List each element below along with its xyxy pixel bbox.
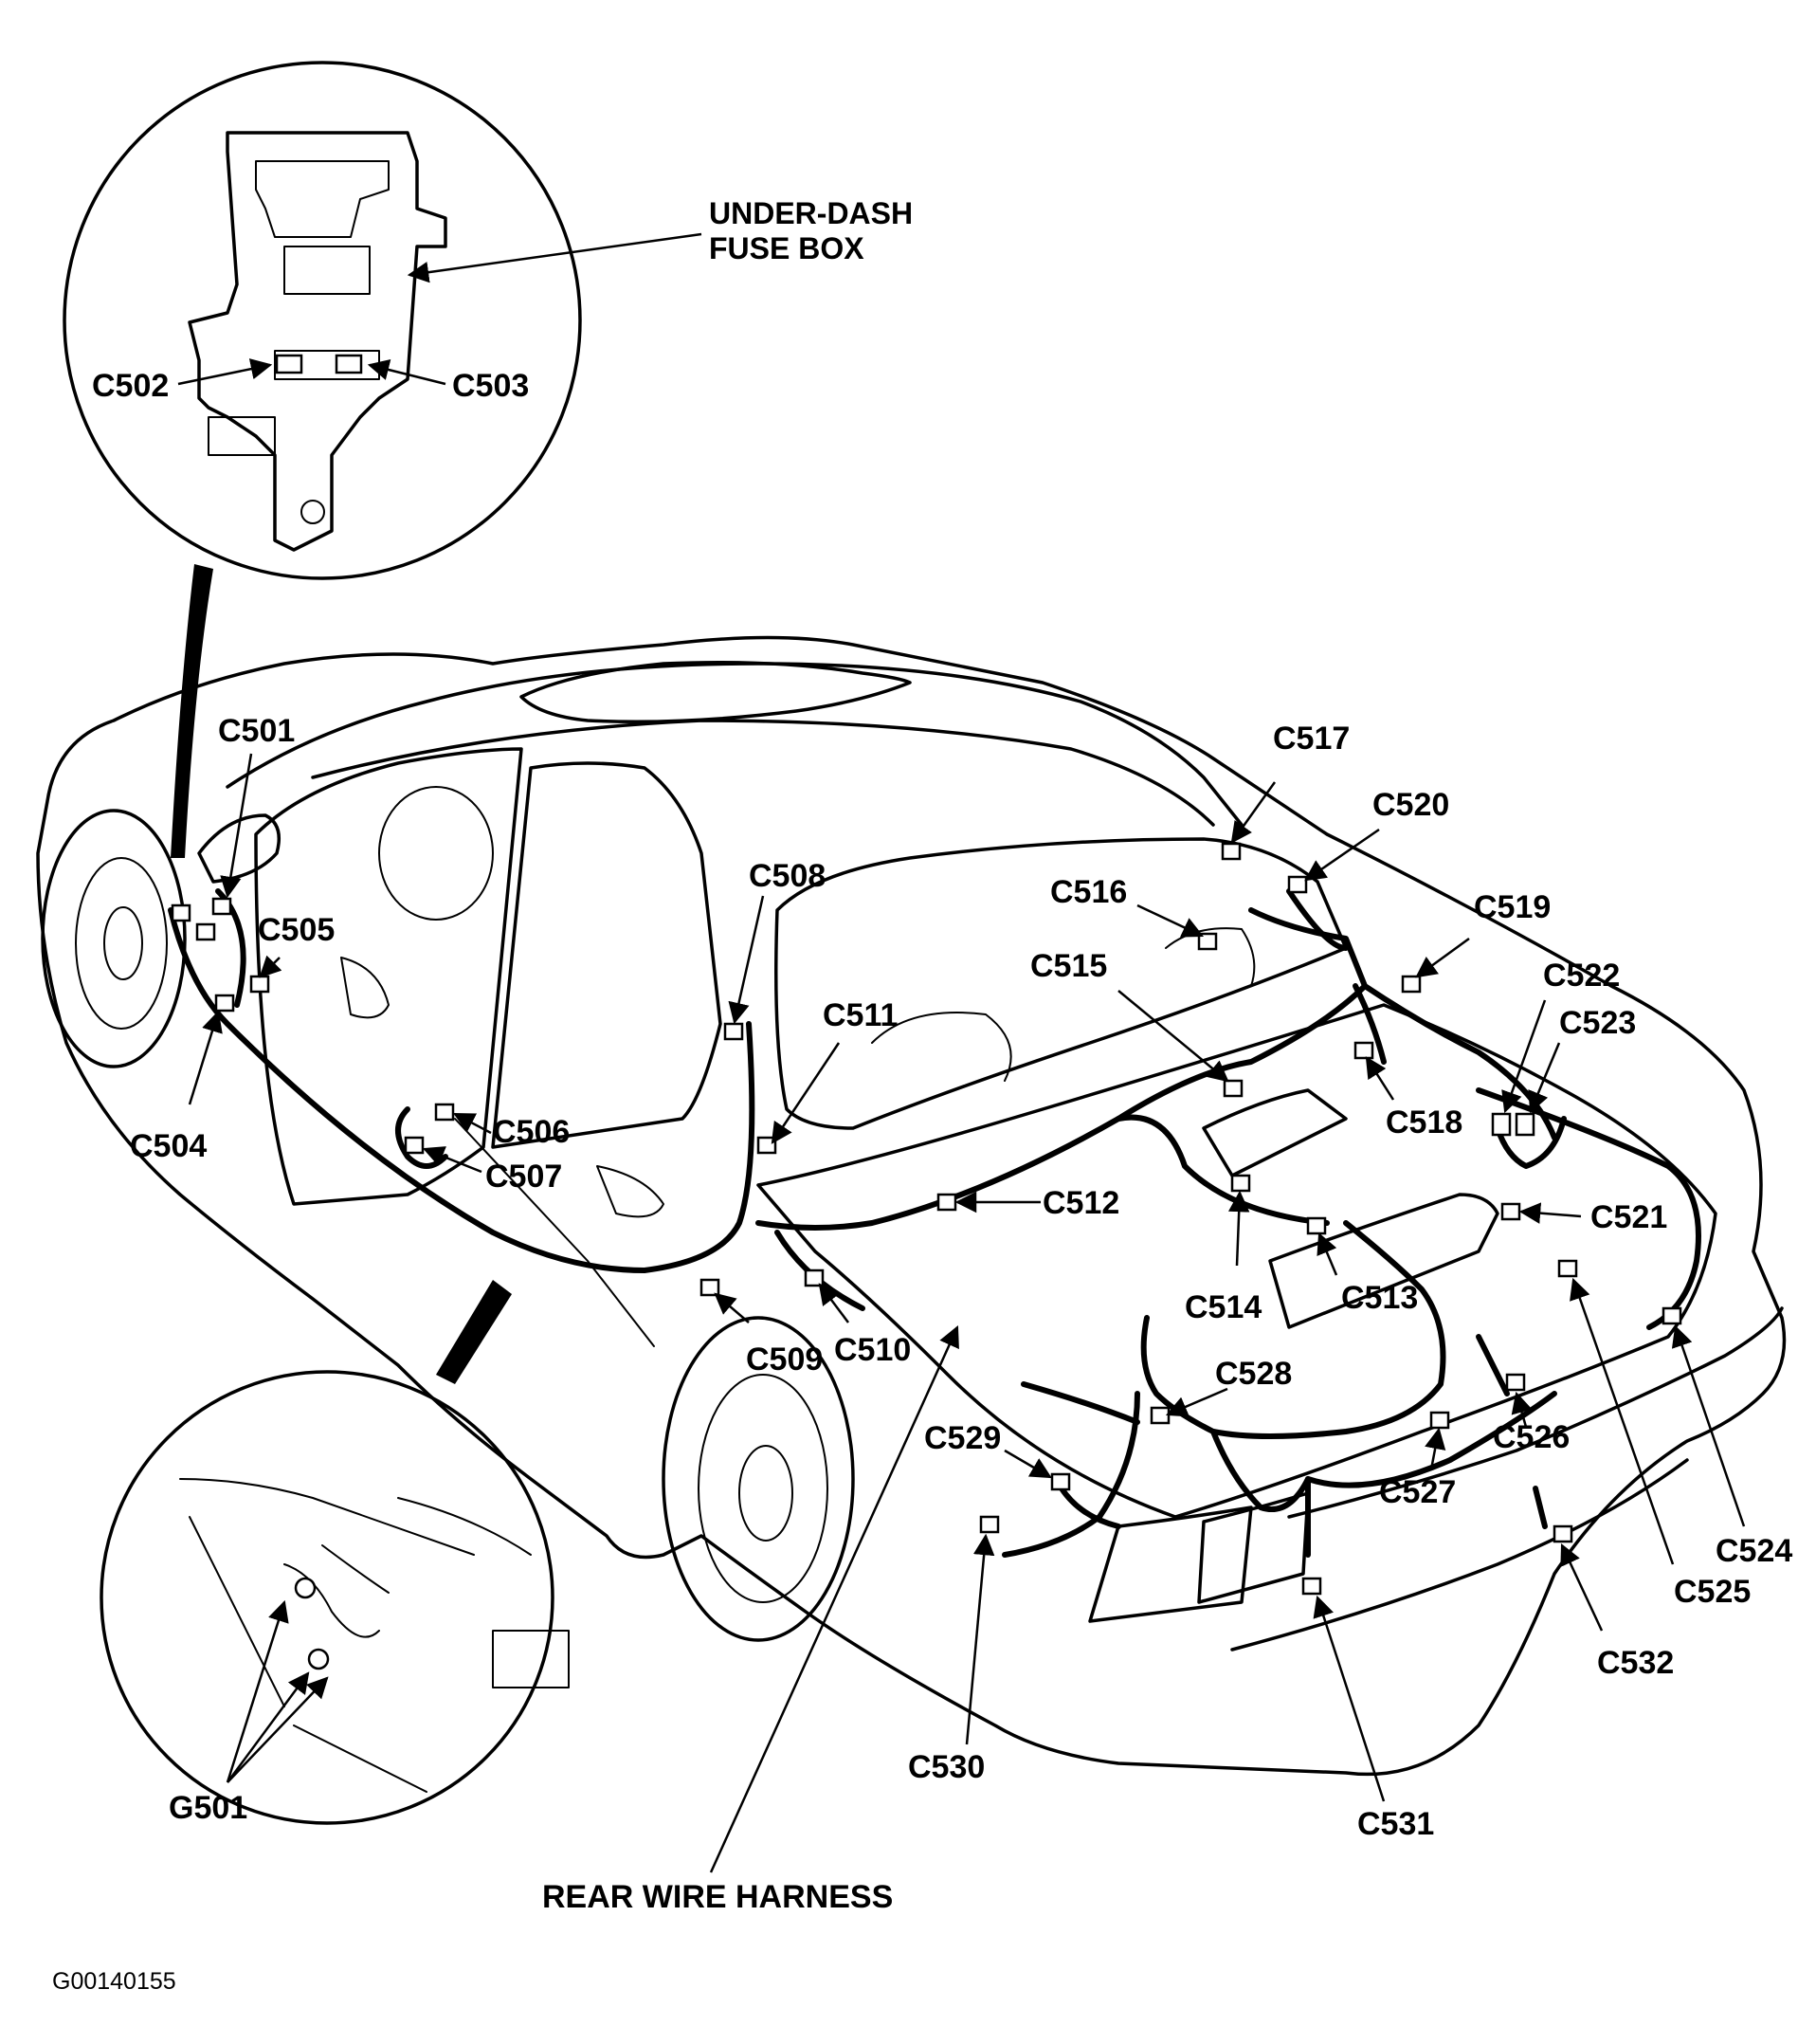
connector-label-c515: C515: [1030, 948, 1107, 984]
connector-label-c516: C516: [1050, 874, 1127, 910]
connector-label-c502: C502: [92, 368, 169, 404]
leader-lines: [177, 232, 1746, 1873]
connector-label-c520: C520: [1372, 787, 1449, 823]
connector-label-c503: C503: [452, 368, 529, 404]
connector-label-c528: C528: [1215, 1356, 1292, 1392]
connector-label-c509: C509: [746, 1341, 823, 1378]
connector-label-c504: C504: [130, 1128, 207, 1164]
connector-label-c518: C518: [1386, 1104, 1462, 1141]
connector-label-c505: C505: [258, 912, 335, 948]
connector-label-c507: C507: [485, 1159, 562, 1195]
connector-label-c526: C526: [1493, 1419, 1570, 1455]
ground-label: G501: [169, 1790, 247, 1826]
connector-label-c529: C529: [924, 1420, 1001, 1456]
car-body: [36, 635, 1787, 1777]
connector-label-c530: C530: [908, 1749, 985, 1785]
rear-wire-harness-label: REAR WIRE HARNESS: [542, 1879, 893, 1915]
fuse-box-label-line2: FUSE BOX: [709, 231, 864, 265]
connector-label-c517: C517: [1273, 721, 1350, 757]
fuse-box-label-line1: UNDER-DASH: [709, 196, 913, 230]
connector-blocks: [171, 842, 1682, 1596]
connector-label-c512: C512: [1043, 1185, 1119, 1221]
labels: UNDER-DASH FUSE BOX C502 C503 C501 C505 …: [52, 196, 1792, 1995]
connector-label-c525: C525: [1674, 1574, 1751, 1610]
connector-label-c532: C532: [1597, 1645, 1674, 1681]
connector-label-c514: C514: [1185, 1289, 1262, 1325]
connector-label-c523: C523: [1559, 1005, 1636, 1041]
connector-label-c531: C531: [1357, 1806, 1434, 1842]
connector-label-c521: C521: [1590, 1199, 1667, 1235]
connector-label-c524: C524: [1716, 1533, 1792, 1569]
connector-label-c510: C510: [834, 1332, 911, 1368]
connector-label-c506: C506: [493, 1114, 570, 1150]
connector-label-c527: C527: [1379, 1474, 1456, 1510]
ground-inset: [100, 1280, 570, 1825]
connector-label-c522: C522: [1543, 958, 1620, 994]
connector-label-c519: C519: [1474, 889, 1551, 925]
connector-label-c508: C508: [749, 858, 826, 894]
connector-label-c501: C501: [218, 713, 295, 749]
connector-label-c513: C513: [1341, 1280, 1418, 1316]
connector-label-c511: C511: [823, 997, 898, 1033]
figure-code: G00140155: [52, 1968, 176, 1995]
